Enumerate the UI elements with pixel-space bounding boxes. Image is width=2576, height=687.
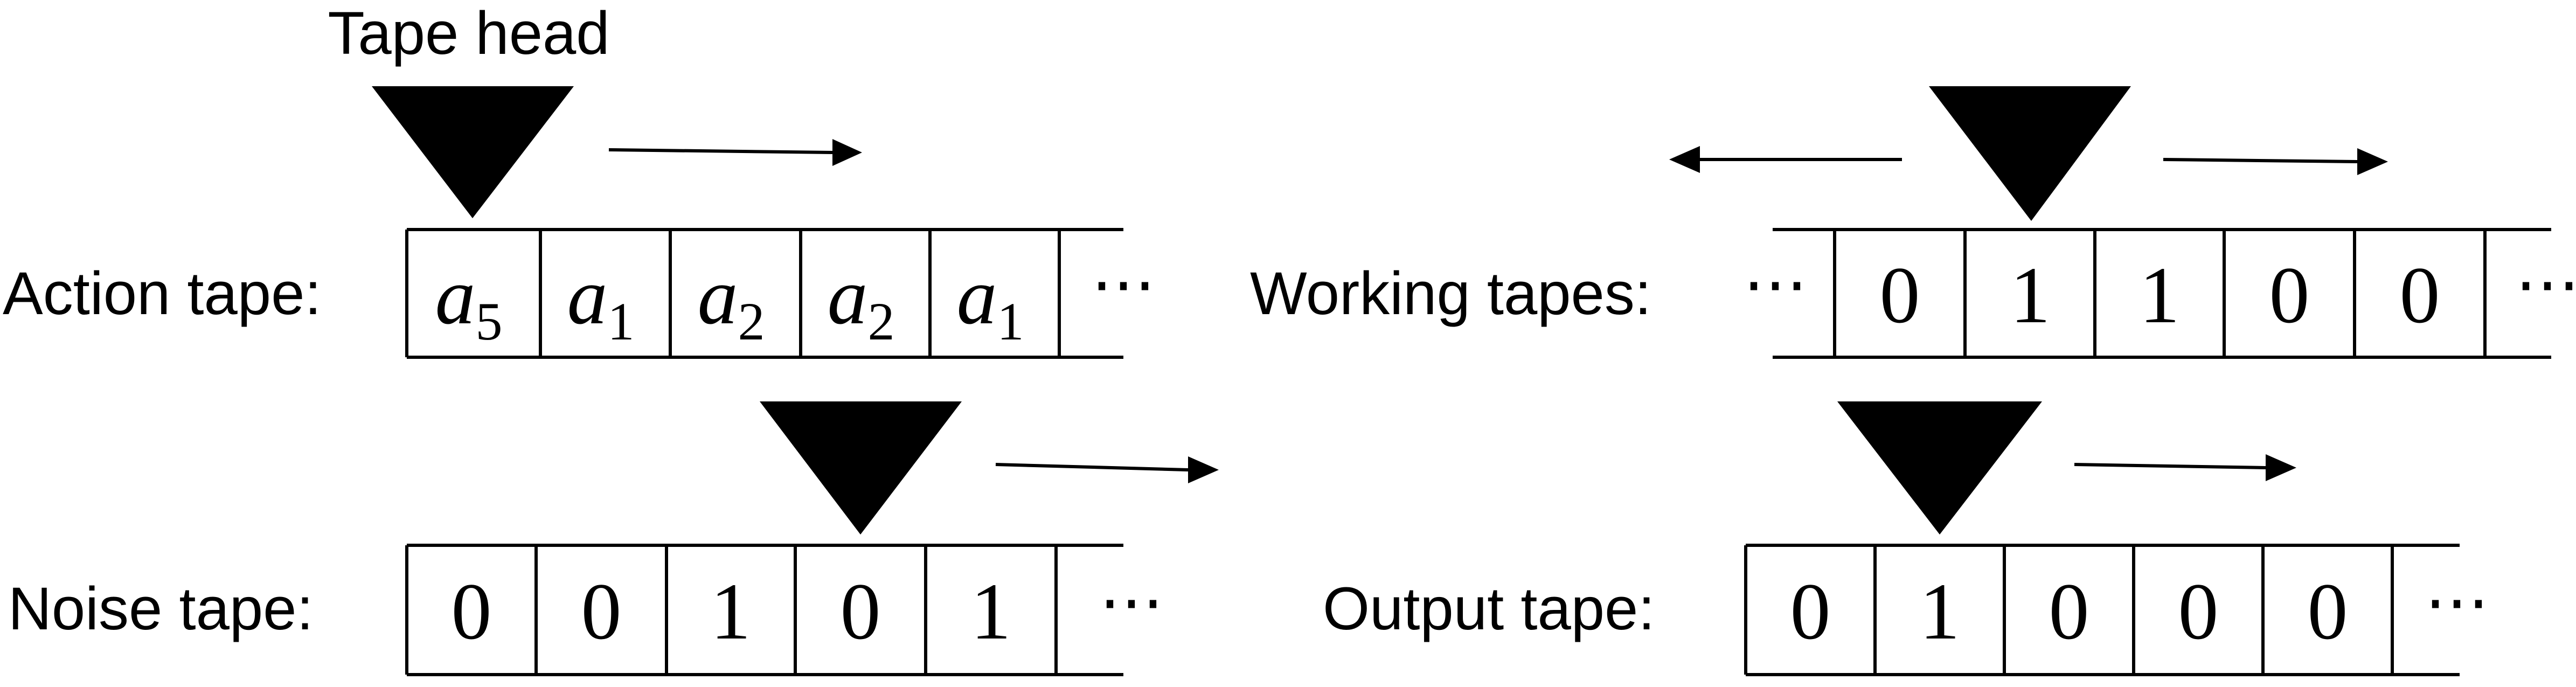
noise-tape-head-icon	[760, 401, 962, 535]
action-tape-label: Action tape:	[3, 260, 322, 327]
working-tapes-cell-3: 1	[2140, 251, 2180, 340]
noise-tape-move-right-arrow	[995, 463, 1189, 471]
working-tapes-cell-1: 0	[1880, 251, 1920, 340]
action-tape-cell-5: a1	[957, 252, 1024, 351]
action-tape-ellipsis: ⋯	[1091, 248, 1156, 320]
working-tapes-label: Working tapes:	[1250, 260, 1651, 327]
output-tape-move-right-arrow	[2074, 463, 2266, 469]
output-tape-cell-4: 0	[2178, 567, 2219, 656]
action-tape-cell-3: a2	[698, 252, 765, 351]
working-tapes: Working tapes: ⋯ 0 1 1 0 0 ⋯	[1250, 228, 2576, 359]
action-tape-cell-4: a2	[828, 252, 895, 351]
output-tape-cell-3: 0	[2049, 567, 2089, 656]
output-tape-cell-1: 0	[1790, 567, 1831, 656]
noise-tape-cell-1: 0	[452, 567, 492, 656]
action-tape-head-icon	[372, 86, 574, 218]
action-tape: Action tape: a5 a1 a2 a2 a1 ⋯	[3, 228, 1156, 359]
noise-tape-label: Noise tape:	[8, 575, 314, 642]
output-tape-head-icon	[1837, 401, 2042, 535]
output-tape-ellipsis: ⋯	[2425, 566, 2489, 638]
working-tapes-left-ellipsis: ⋯	[1743, 248, 1808, 320]
working-tapes-cell-5: 0	[2400, 251, 2440, 340]
noise-tape-cell-3: 1	[711, 567, 751, 656]
working-tape-left-arrowhead-icon	[1669, 146, 1700, 173]
working-tape-right-arrowhead-icon	[2357, 148, 2388, 175]
working-tape-head-icon	[1929, 86, 2131, 221]
noise-tape-cell-2: 0	[581, 567, 622, 656]
output-tape-cell-2: 1	[1920, 567, 1960, 656]
action-tape-arrowhead-icon	[832, 139, 862, 166]
working-tapes-cell-4: 0	[2269, 251, 2310, 340]
output-tape-arrowhead-icon	[2266, 454, 2296, 481]
noise-tape: Noise tape: 0 0 1 0 1 ⋯	[8, 544, 1164, 676]
working-tapes-cell-2: 1	[2010, 251, 2051, 340]
output-tape-label: Output tape:	[1323, 575, 1655, 642]
tape-head-label: Tape head	[328, 0, 609, 67]
noise-tape-cell-4: 0	[841, 567, 881, 656]
action-tape-cell-1: a5	[435, 252, 503, 351]
action-tape-cell-2: a1	[567, 252, 635, 351]
working-tapes-right-ellipsis: ⋯	[2515, 248, 2576, 320]
action-tape-move-right-arrow	[608, 148, 833, 154]
working-tape-move-right-arrow	[2163, 158, 2358, 163]
output-tape: Output tape: 0 1 0 0 0 ⋯	[1323, 544, 2489, 676]
noise-tape-cell-5: 1	[971, 567, 1011, 656]
noise-tape-ellipsis: ⋯	[1099, 566, 1164, 638]
noise-tape-arrowhead-icon	[1188, 456, 1219, 483]
output-tape-cell-5: 0	[2308, 567, 2348, 656]
